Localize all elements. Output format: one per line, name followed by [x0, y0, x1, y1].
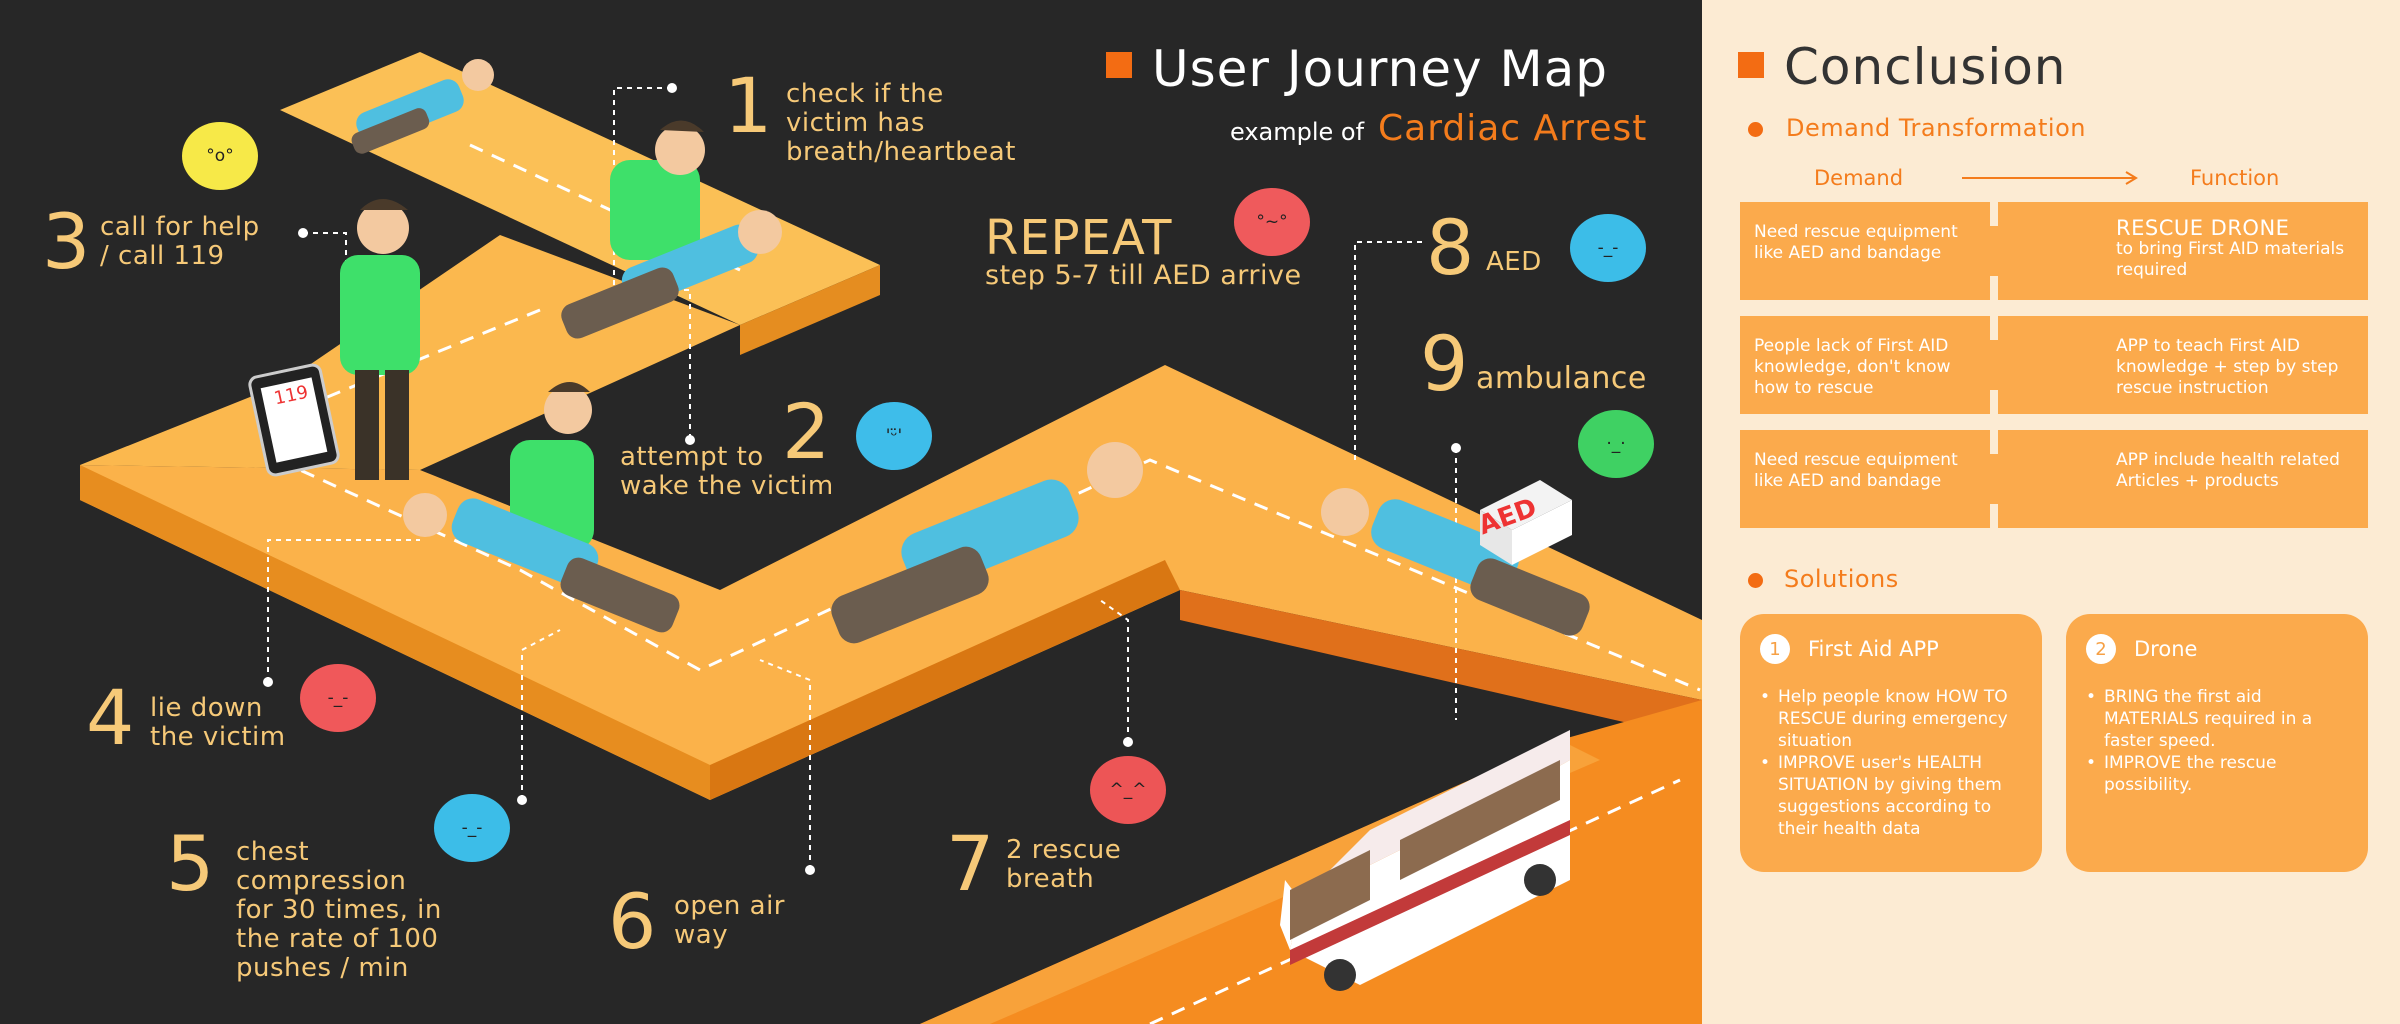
isometric-path — [80, 52, 1702, 1024]
victim-figure-1 — [351, 59, 494, 154]
emoji-sad-icon: -_- — [300, 664, 376, 732]
checker-figure — [610, 120, 705, 260]
solution-list: Help people know HOW TO RESCUE during em… — [1760, 686, 2030, 840]
column-demand: Demand — [1814, 166, 1904, 190]
journey-map: User Journey Map example of Cardiac Arre… — [42, 40, 1702, 1024]
section-bullet — [1748, 573, 1763, 588]
emoji-surprised-icon: °o° — [182, 122, 258, 190]
victim-figure-2 — [561, 210, 782, 339]
solution-title: First Aid APP — [1808, 637, 1939, 661]
solution-item: BRING the first aid MATERIALS required i… — [2086, 686, 2348, 752]
step-2-label: attempt to wake the victim — [620, 442, 834, 501]
cpr-figure — [403, 382, 680, 633]
step-4-number: 4 — [86, 673, 135, 762]
step-8-number: 8 — [1426, 203, 1475, 292]
step-8-label: AED — [1486, 247, 1542, 277]
solution-card-app: 1 First Aid APP Help people know HOW TO … — [1740, 614, 2042, 872]
caller-figure — [340, 199, 420, 480]
solution-index: 2 — [2086, 634, 2116, 664]
step-7-number: 7 — [946, 819, 995, 908]
subtitle-highlight: Cardiac Arrest — [1378, 108, 1648, 149]
victim-figure-3 — [831, 442, 1143, 644]
repeat-text: step 5-7 till AED arrive — [985, 260, 1302, 291]
demand-card: Need rescue equipment like AED and banda… — [1740, 430, 1990, 528]
title-square — [1106, 52, 1132, 78]
arrow-icon — [1962, 171, 2138, 185]
emoji-tired-icon: -_- — [434, 794, 510, 862]
solution-card-drone: 2 Drone BRING the first aid MATERIALS re… — [2066, 614, 2368, 872]
step-6-number: 6 — [608, 877, 657, 966]
solution-item: IMPROVE the rescue possibility. — [2086, 752, 2348, 796]
subtitle-prefix: example of — [1230, 118, 1365, 146]
solution-title: Drone — [2134, 637, 2198, 661]
function-card: RESCUE DRONE to bring First AID material… — [1998, 202, 2368, 300]
step-1-label: check if the victim has breath/heartbeat — [786, 79, 1016, 167]
phone-device — [248, 363, 340, 477]
demand-card: Need rescue equipment like AED and banda… — [1740, 202, 1990, 300]
column-function: Function — [2190, 166, 2280, 190]
section-solutions: Solutions — [1784, 565, 1899, 593]
solution-index: 1 — [1760, 634, 1790, 664]
ambulance-vehicle — [1280, 730, 1570, 991]
step-9-label: ambulance — [1476, 361, 1647, 396]
conclusion-square — [1738, 52, 1764, 78]
step-3-label: call for help / call 119 — [100, 212, 260, 271]
emoji-relieved-icon: ·_· — [1578, 410, 1654, 478]
emoji-calm-icon: 'ᵕ̈' — [856, 402, 932, 470]
step-4-label: lie down the victim — [150, 693, 286, 752]
section-bullet — [1748, 122, 1763, 137]
function-card: APP to teach First AID knowledge + step … — [1998, 316, 2368, 414]
solution-list: BRING the first aid MATERIALS required i… — [2086, 686, 2348, 796]
conclusion-panel: Conclusion Demand Transformation Demand … — [1702, 0, 2400, 1024]
step-7-label: 2 rescue breath — [1006, 835, 1122, 894]
demand-card: People lack of First AID knowledge, don'… — [1740, 316, 1990, 414]
section-demand-transformation: Demand Transformation — [1786, 114, 2086, 142]
aed-box — [1480, 480, 1572, 565]
repeat-title: REPEAT — [985, 210, 1173, 266]
solution-item: IMPROVE user's HEALTH SITUATION by givin… — [1760, 752, 2030, 840]
step-2-number: 2 — [782, 387, 831, 476]
emoji-worried-icon: °~° — [1234, 188, 1310, 256]
step-3-number: 3 — [42, 197, 91, 286]
conclusion-title: Conclusion — [1784, 38, 2067, 96]
step-5-label: chest compression for 30 times, in the r… — [236, 837, 442, 983]
emoji-upset-icon: ^_^ — [1090, 756, 1166, 824]
step-1-number: 1 — [724, 61, 773, 150]
page-title: User Journey Map — [1152, 40, 1609, 98]
step-9-number: 9 — [1420, 319, 1469, 408]
step-6-label: open air way — [674, 891, 785, 950]
solution-item: Help people know HOW TO RESCUE during em… — [1760, 686, 2030, 752]
emoji-hopeful-icon: -_- — [1570, 214, 1646, 282]
step-5-number: 5 — [166, 819, 215, 908]
victim-figure-4 — [1321, 488, 1590, 636]
function-card: APP include health related Articles + pr… — [1998, 430, 2368, 528]
